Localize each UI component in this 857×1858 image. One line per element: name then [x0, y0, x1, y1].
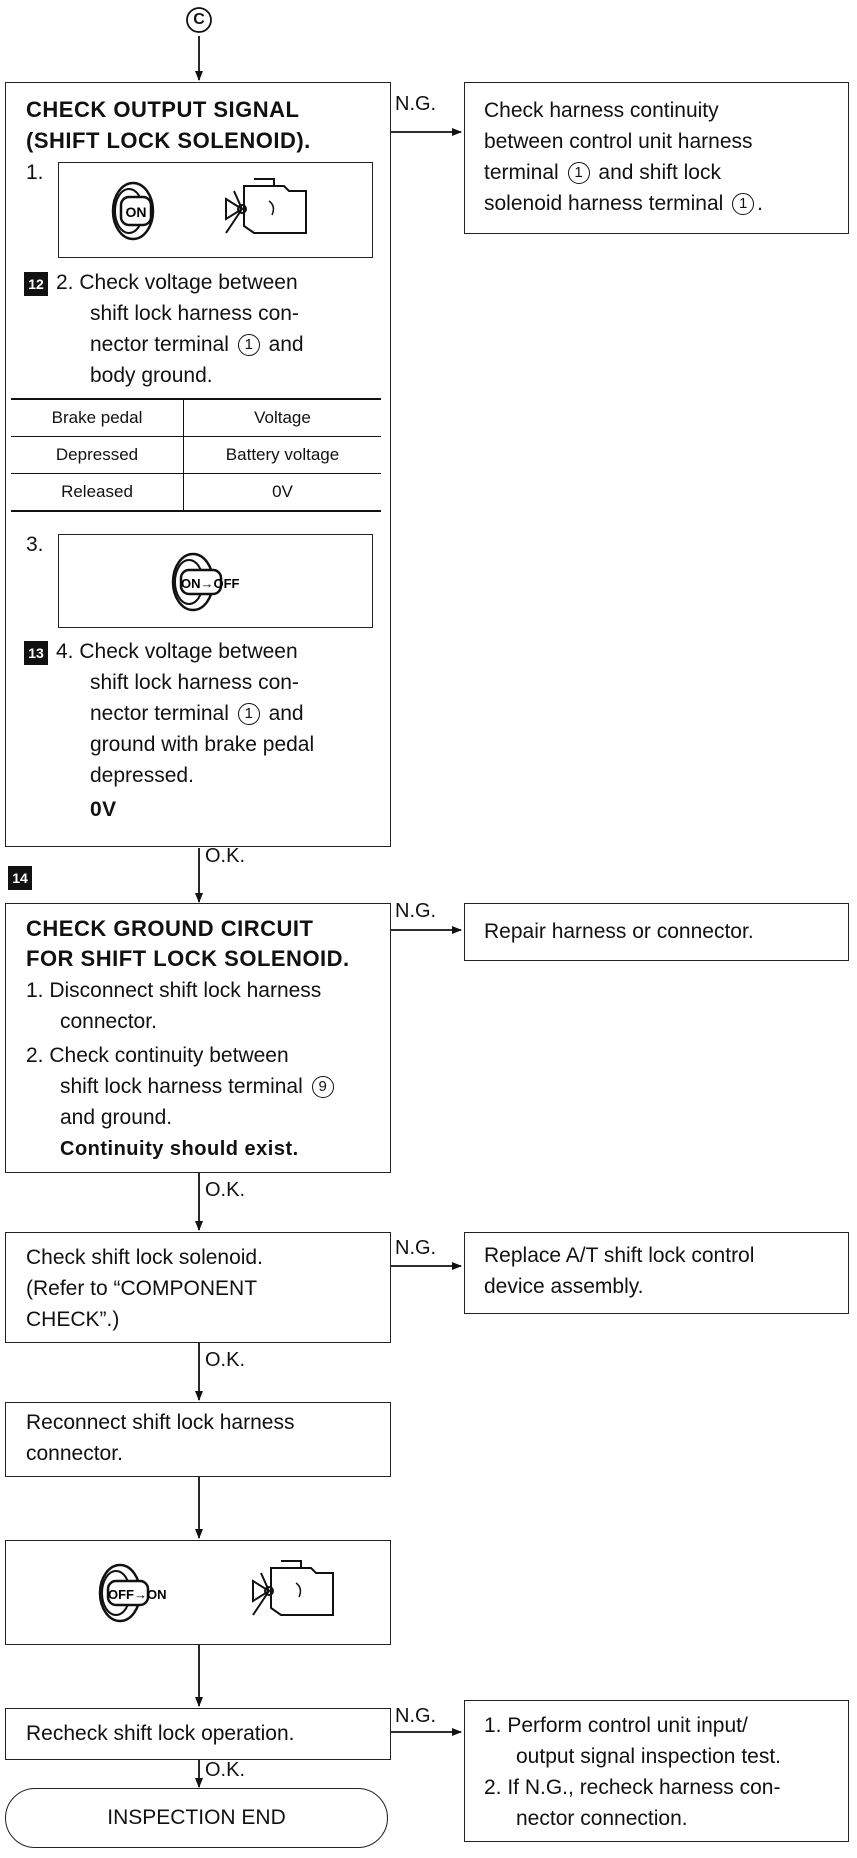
ignition-key-on-off-icon: ON→OFF: [171, 552, 240, 612]
terminal-1-circle: 1: [732, 193, 755, 216]
step2-item2-line2: shift lock harness terminal 9: [60, 1072, 337, 1101]
ok-label: O.K.: [205, 1759, 246, 1781]
step5-ignition-off-on: OFF→ON: [5, 1540, 391, 1645]
step4-line1: Reconnect shift lock harness: [26, 1411, 295, 1434]
key-off-on-text: OFF→ON: [108, 1587, 167, 1602]
ng-label: N.G.: [395, 1705, 437, 1727]
engine-icon: [252, 1560, 334, 1616]
step2-item2-line2-text: shift lock harness terminal: [60, 1075, 303, 1098]
step1-item2-line3a: nector terminal: [90, 333, 229, 356]
terminal-1-circle: 1: [237, 703, 260, 726]
step1-item2-badge: 12: [24, 272, 48, 296]
step3-line2: (Refer to “COMPONENT: [26, 1277, 258, 1300]
step1-item4-line5: depressed.: [90, 764, 194, 787]
step3-line1: Check shift lock solenoid.: [26, 1246, 263, 1269]
key-on-text: ON: [126, 204, 147, 220]
step1-ng-line2: between control unit harness: [484, 130, 753, 153]
step6-ng-line2: output signal inspection test.: [516, 1745, 782, 1768]
step1-ng-line4-text: solenoid harness terminal: [484, 192, 724, 215]
step6-recheck-operation: [5, 1708, 391, 1760]
step1-item2-line3b: and: [268, 333, 304, 356]
table-cell: Released: [11, 473, 184, 512]
step1-image-ignition-on-off: ON→OFF: [58, 534, 373, 628]
step1-item4-line4: ground with brake pedal: [90, 733, 315, 756]
step1-item3-number: 3.: [26, 533, 44, 556]
step2-ng-box: [464, 903, 849, 961]
step1-item2-line1: 2. Check voltage between: [56, 271, 298, 294]
step1-item4-line2: shift lock harness con-: [90, 671, 299, 694]
step1-ng-line1: Check harness continuity: [484, 99, 719, 122]
ng-label: N.G.: [395, 900, 437, 922]
step2-item1-line1: 1. Disconnect shift lock harness: [26, 979, 322, 1002]
step1-ng-box: [464, 82, 849, 234]
step1-image-ignition-on: ON: [58, 162, 373, 258]
step3-check-solenoid: [5, 1232, 391, 1343]
step3-ng-line1: Replace A/T shift lock control: [484, 1244, 755, 1267]
table-cell: Battery voltage: [183, 436, 381, 474]
start-connector: [186, 7, 212, 33]
ng-label: N.G.: [395, 1237, 437, 1259]
step1-item2-line4: body ground.: [90, 364, 213, 387]
terminal-1-circle: 1: [567, 162, 590, 185]
step1-item4-line1: 4. Check voltage between: [56, 640, 298, 663]
key-on-off-text: ON→OFF: [181, 576, 240, 591]
ok-label: O.K.: [205, 845, 246, 867]
step3-line3: CHECK”.): [26, 1308, 120, 1331]
inspection-end-terminal: INSPECTION END: [5, 1788, 388, 1848]
table-cell: 0V: [183, 473, 381, 512]
step3-ng-line2: device assembly.: [484, 1275, 644, 1298]
step2-badge: 14: [8, 866, 32, 890]
step1-ng-line3a: terminal: [484, 161, 559, 184]
step2-title-line2: FOR SHIFT LOCK SOLENOID.: [26, 946, 350, 971]
ng-label: N.G.: [395, 93, 437, 115]
ignition-key-on-icon: ON: [111, 181, 155, 241]
step6-text: Recheck shift lock operation.: [26, 1722, 295, 1745]
step6-ng-line4: nector connection.: [516, 1807, 688, 1830]
step2-item1-line2: connector.: [60, 1010, 157, 1033]
step1-title-line1: CHECK OUTPUT SIGNAL: [26, 97, 300, 122]
step1-ng-line3: terminal 1 and shift lock: [484, 158, 721, 187]
step6-ng-line1: 1. Perform control unit input/: [484, 1714, 748, 1737]
table-header-brake-pedal: Brake pedal: [11, 398, 184, 437]
step1-ng-line4: solenoid harness terminal 1.: [484, 192, 763, 216]
step1-item4-line3b: and: [268, 702, 304, 725]
step2-ng-text: Repair harness or connector.: [484, 920, 754, 943]
step1-item2-line3: nector terminal 1 and: [90, 330, 304, 359]
step4-line2: connector.: [26, 1442, 123, 1465]
step2-item2-line1: 2. Check continuity between: [26, 1044, 289, 1067]
step2-result: Continuity should exist.: [60, 1138, 299, 1160]
ignition-key-off-on-icon: OFF→ON: [98, 1563, 167, 1623]
ok-label: O.K.: [205, 1179, 246, 1201]
engine-icon: [225, 178, 307, 234]
step1-item4-badge: 13: [24, 641, 48, 665]
step6-ng-box: [464, 1700, 849, 1842]
step1-item4-line3a: nector terminal: [90, 702, 229, 725]
terminal-1-circle: 1: [237, 334, 260, 357]
step2-check-ground-circuit: [5, 903, 391, 1173]
start-connector-label: C: [193, 11, 205, 28]
table-header-voltage: Voltage: [183, 398, 381, 437]
step2-title-line1: CHECK GROUND CIRCUIT: [26, 916, 314, 941]
step3-ng-box: [464, 1232, 849, 1314]
step2-item2-line3: and ground.: [60, 1106, 173, 1129]
ok-label: O.K.: [205, 1349, 246, 1371]
step6-ng-line3: 2. If N.G., recheck harness con-: [484, 1776, 781, 1799]
table-cell: Depressed: [11, 436, 184, 474]
step1-item2-line2: shift lock harness con-: [90, 302, 299, 325]
step1-item1-number: 1.: [26, 161, 44, 184]
step1-item4-result: 0V: [90, 798, 117, 821]
step1-item4-line3: nector terminal 1 and: [90, 699, 304, 728]
terminal-9-circle: 9: [311, 1076, 334, 1099]
step4-reconnect: [5, 1402, 391, 1477]
step1-ng-line3b: and shift lock: [598, 161, 721, 184]
voltage-table: Brake pedal Voltage Depressed Battery vo…: [11, 398, 381, 512]
step1-title-line2: (SHIFT LOCK SOLENOID).: [26, 128, 311, 153]
